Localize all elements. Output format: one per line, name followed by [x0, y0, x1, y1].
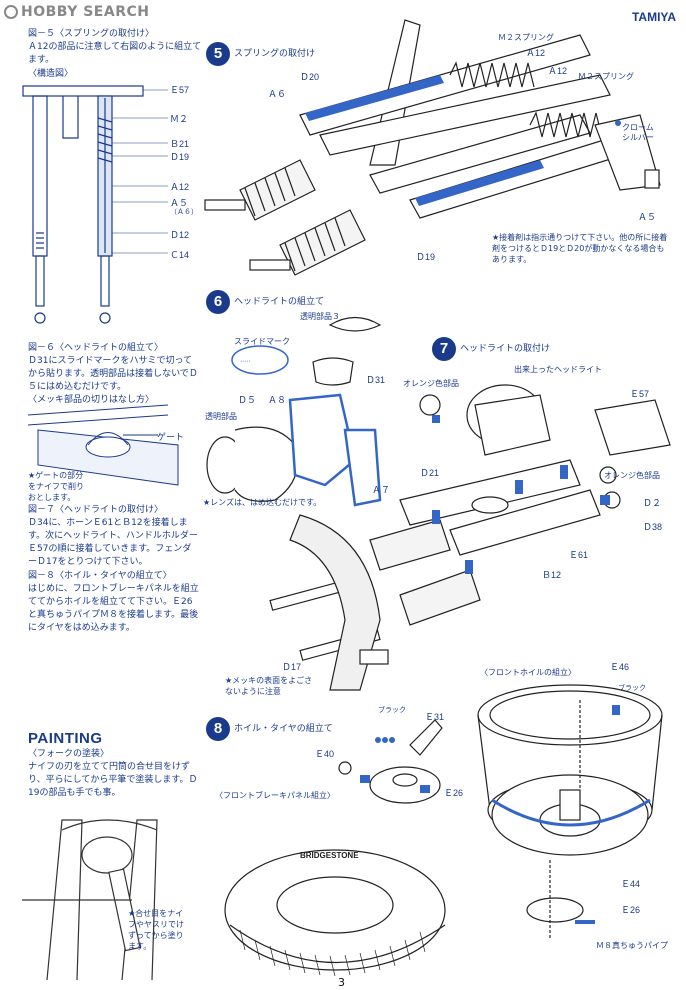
- step6-number: 6: [206, 290, 230, 314]
- step7-label-orange-part-2: オレンジ色部品: [604, 471, 660, 480]
- fig5-body: Ａ12の部品に注意して右図のように組立てます。: [28, 42, 202, 65]
- fig5-label-a5: Ａ５: [170, 198, 189, 208]
- step6-label-slide-mark: スライドマーク: [234, 337, 290, 346]
- watermark-text: HOBBY SEARCH: [21, 4, 150, 20]
- step6-title: ヘッドライトの組立て: [234, 297, 325, 307]
- step6-label-a8: Ａ８: [268, 395, 287, 405]
- page-number: 3: [338, 976, 345, 989]
- step5-note: ★接着剤は指示通りつけて下さい。他の所に接着剤をつけるとＤ19とＤ20が動かなく…: [492, 233, 668, 264]
- step8-label-black-1: ブラック: [378, 707, 406, 714]
- step5-label-a12-a: Ａ12: [526, 48, 546, 58]
- step5-title: スプリングの取付け: [234, 49, 316, 59]
- fig5-label-b21: Ｂ21: [170, 139, 190, 149]
- svg-text:ᐧᐧᐧᐧᐧ: ᐧᐧᐧᐧᐧ: [240, 357, 250, 366]
- fig5-heading: 図－５〈スプリングの取付け〉: [28, 29, 155, 39]
- step8-number: 8: [206, 717, 230, 741]
- plating-sprue-diagram: [27, 404, 179, 486]
- gate-note: ★ゲートの部分をナイフで削りおとします。: [28, 471, 84, 502]
- fig5-structure-label: 〈構造図〉: [28, 69, 74, 79]
- fig6-heading: 図－６〈ヘッドライトの組立て〉: [28, 343, 164, 353]
- step8-label-m8-brass-pipe: Ｍ８真ちゅうパイプ: [596, 941, 668, 950]
- step7-label-e61: Ｅ61: [569, 550, 589, 560]
- fig6-body: Ｄ31にスライドマークをハサミで切ってから貼ります。透明部品は接着しないでＤ５に…: [28, 356, 198, 392]
- step8-label-e26-b: Ｅ26: [621, 905, 641, 915]
- step6-note: ★レンズは、はめ込むだけです。: [203, 498, 322, 507]
- watermark-logo: HOBBY SEARCH: [4, 4, 149, 20]
- fig5-label-e57: Ｅ57: [170, 85, 190, 95]
- step5-label-chrome-silver: クローム シルバー: [622, 123, 654, 142]
- step8-brake-and-tire-drawing: BRIDGESTONE: [224, 719, 446, 977]
- step5-label-d19: Ｄ19: [416, 252, 436, 262]
- fig8-heading: 図－８〈ホイル・タイヤの組立て〉: [28, 571, 172, 581]
- step8-label-e44: Ｅ44: [621, 879, 641, 889]
- step6-label-clear-part: 透明部品: [205, 412, 237, 421]
- step8-label-brake-panel-assembly: 〈フロントブレーキパネル組立〉: [215, 791, 335, 800]
- step7-label-orange-part-1: オレンジ色部品: [403, 379, 459, 388]
- step5-label-a12-b: Ａ12: [548, 66, 568, 76]
- step7-title: ヘッドライトの取付け: [460, 344, 551, 354]
- fig5-label-d19: Ｄ19: [170, 152, 190, 162]
- fig8-body: はじめに、フロントブレーキパネルを組立ててからホイルを組立てて下さい。Ｅ26と真…: [28, 584, 199, 633]
- step5-label-d20: Ｄ20: [300, 72, 320, 82]
- fig5-label-a6: （Ａ６）: [170, 209, 198, 216]
- step6-label-clear3: 透明部品３: [300, 312, 340, 321]
- painting-body: ナイフの刃を立てて円筒の合せ目をけずり、平らにしてから平筆で塗装します。Ｄ19の…: [28, 762, 198, 798]
- painting-title: PAINTING: [28, 730, 103, 747]
- step7-label-finished-headlight: 出来上ったヘッドライト: [514, 365, 602, 374]
- fork-structure-diagram: [22, 85, 168, 324]
- fig5-label-d12: Ｄ12: [170, 230, 190, 240]
- step5-label-m2-spring-a: Ｍ２スプリング: [498, 33, 554, 42]
- step5-label-a6: Ａ６: [268, 89, 287, 99]
- step7-label-d2: Ｄ２: [643, 498, 662, 508]
- painting-note: ★合せ目をナイフやヤスリでけずってから塗ります。: [128, 909, 184, 951]
- step7-label-d17: Ｄ17: [282, 662, 302, 672]
- logo-circle-icon: [4, 5, 18, 19]
- step7-label-b12: Ｂ12: [542, 570, 562, 580]
- step7-headlight-mount-drawing: [269, 384, 671, 691]
- step7-number: 7: [432, 337, 456, 361]
- fig7-heading: 図－７〈ヘッドライトの取付け〉: [28, 505, 164, 515]
- step7-label-e57: Ｅ57: [630, 389, 650, 399]
- step8-label-front-wheel-assembly: 〈フロントホイルの組立〉: [480, 668, 576, 677]
- fig5-label-a12: Ａ12: [170, 182, 190, 192]
- step8-label-e46: Ｅ46: [610, 662, 630, 672]
- step5-label-a5: Ａ５: [638, 212, 657, 222]
- step7-note: ★メッキの表面をよごさないように注意: [225, 676, 313, 696]
- fig7-body: Ｄ34に、ホーンＥ61とＢ12を接着します。次にヘッドライト、ハンドルホルダーＥ…: [28, 518, 198, 567]
- step8-label-e31: Ｅ31: [425, 712, 445, 722]
- step6-label-a7: Ａ７: [372, 485, 391, 495]
- fig5-label-m2: Ｍ２: [170, 114, 189, 124]
- step7-label-d38: Ｄ38: [643, 522, 663, 532]
- step8-label-black-2: ブラック: [618, 685, 646, 692]
- step8-label-e26-a: Ｅ26: [444, 788, 464, 798]
- gate-label: ゲート: [157, 432, 185, 442]
- step8-front-wheel-drawing: [477, 684, 663, 940]
- fig5-label-c14: Ｃ14: [170, 250, 190, 260]
- painting-fork-illustration: [22, 819, 158, 981]
- step6-label-d31: Ｄ31: [366, 375, 386, 385]
- brand-name: TAMIYA: [631, 10, 676, 24]
- tire-brand-text: BRIDGESTONE: [300, 851, 359, 860]
- painting-subtitle: 〈フォークの塗装〉: [28, 749, 110, 759]
- step5-label-m2-spring-b: Ｍ２スプリング: [578, 72, 634, 81]
- fig6-plating-label: 〈メッキ部品の切りはなし方〉: [28, 395, 155, 405]
- step7-label-d21: Ｄ21: [420, 468, 440, 478]
- step5-spring-assembly-drawing: [204, 19, 661, 276]
- step6-label-d5: Ｄ５: [238, 395, 257, 405]
- step5-number: 5: [206, 42, 230, 66]
- step8-title: ホイル・タイヤの組立て: [234, 724, 333, 734]
- step6-headlight-drawing: ᐧᐧᐧᐧᐧ: [206, 316, 382, 507]
- step8-label-e40: Ｅ40: [315, 749, 335, 759]
